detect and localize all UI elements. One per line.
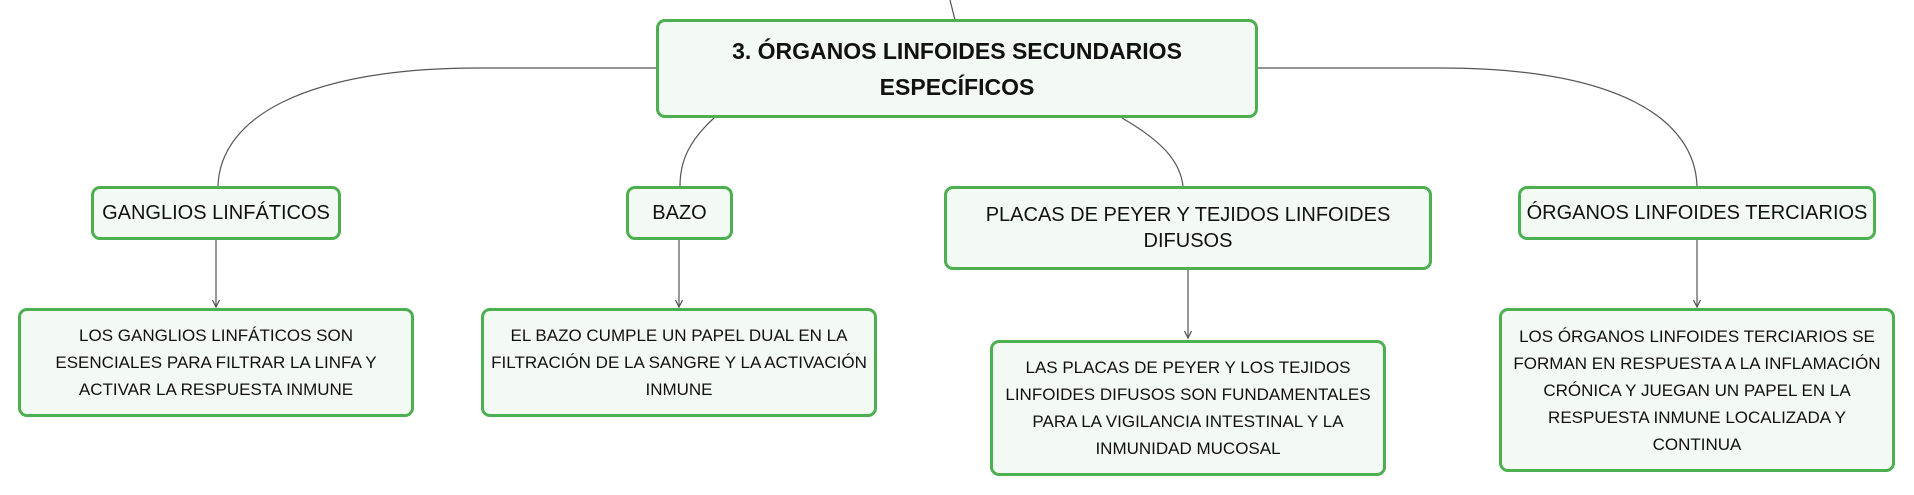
branch-node-terciarios[interactable]: ÓRGANOS LINFOIDES TERCIARIOS: [1518, 186, 1876, 240]
detail-text: LOS GANGLIOS LINFÁTICOS SON ESENCIALES P…: [55, 326, 377, 399]
connector-parent: [949, 0, 956, 21]
detail-node-placas[interactable]: LAS PLACAS DE PEYER Y LOS TEJIDOS LINFOI…: [990, 340, 1386, 476]
detail-text: LOS ÓRGANOS LINFOIDES TERCIARIOS SE FORM…: [1513, 326, 1881, 454]
branch-node-ganglios[interactable]: GANGLIOS LINFÁTICOS: [91, 186, 341, 240]
detail-node-bazo[interactable]: EL BAZO CUMPLE UN PAPEL DUAL EN LA FILTR…: [481, 308, 877, 417]
connector-placas: [1121, 117, 1184, 187]
detail-text: EL BAZO CUMPLE UN PAPEL DUAL EN LA FILTR…: [491, 326, 867, 399]
detail-text: LAS PLACAS DE PEYER Y LOS TEJIDOS LINFOI…: [1005, 358, 1371, 458]
connector-terciarios: [1257, 67, 1698, 187]
connector-ganglios: [217, 67, 657, 187]
root-title: 3. ÓRGANOS LINFOIDES SECUNDARIOS ESPECÍF…: [732, 37, 1182, 100]
branch-label: PLACAS DE PEYER Y TEJIDOS LINFOIDES DIFU…: [985, 204, 1391, 252]
branch-node-bazo[interactable]: BAZO: [626, 186, 733, 240]
root-node[interactable]: 3. ÓRGANOS LINFOIDES SECUNDARIOS ESPECÍF…: [656, 19, 1258, 118]
branch-label: ÓRGANOS LINFOIDES TERCIARIOS: [1526, 202, 1868, 224]
branch-label: BAZO: [652, 202, 707, 224]
detail-node-terciarios[interactable]: LOS ÓRGANOS LINFOIDES TERCIARIOS SE FORM…: [1499, 308, 1895, 472]
branch-label: GANGLIOS LINFÁTICOS: [102, 202, 330, 224]
connector-bazo: [679, 117, 715, 187]
branch-node-placas[interactable]: PLACAS DE PEYER Y TEJIDOS LINFOIDES DIFU…: [944, 186, 1432, 270]
detail-node-ganglios[interactable]: LOS GANGLIOS LINFÁTICOS SON ESENCIALES P…: [18, 308, 414, 417]
